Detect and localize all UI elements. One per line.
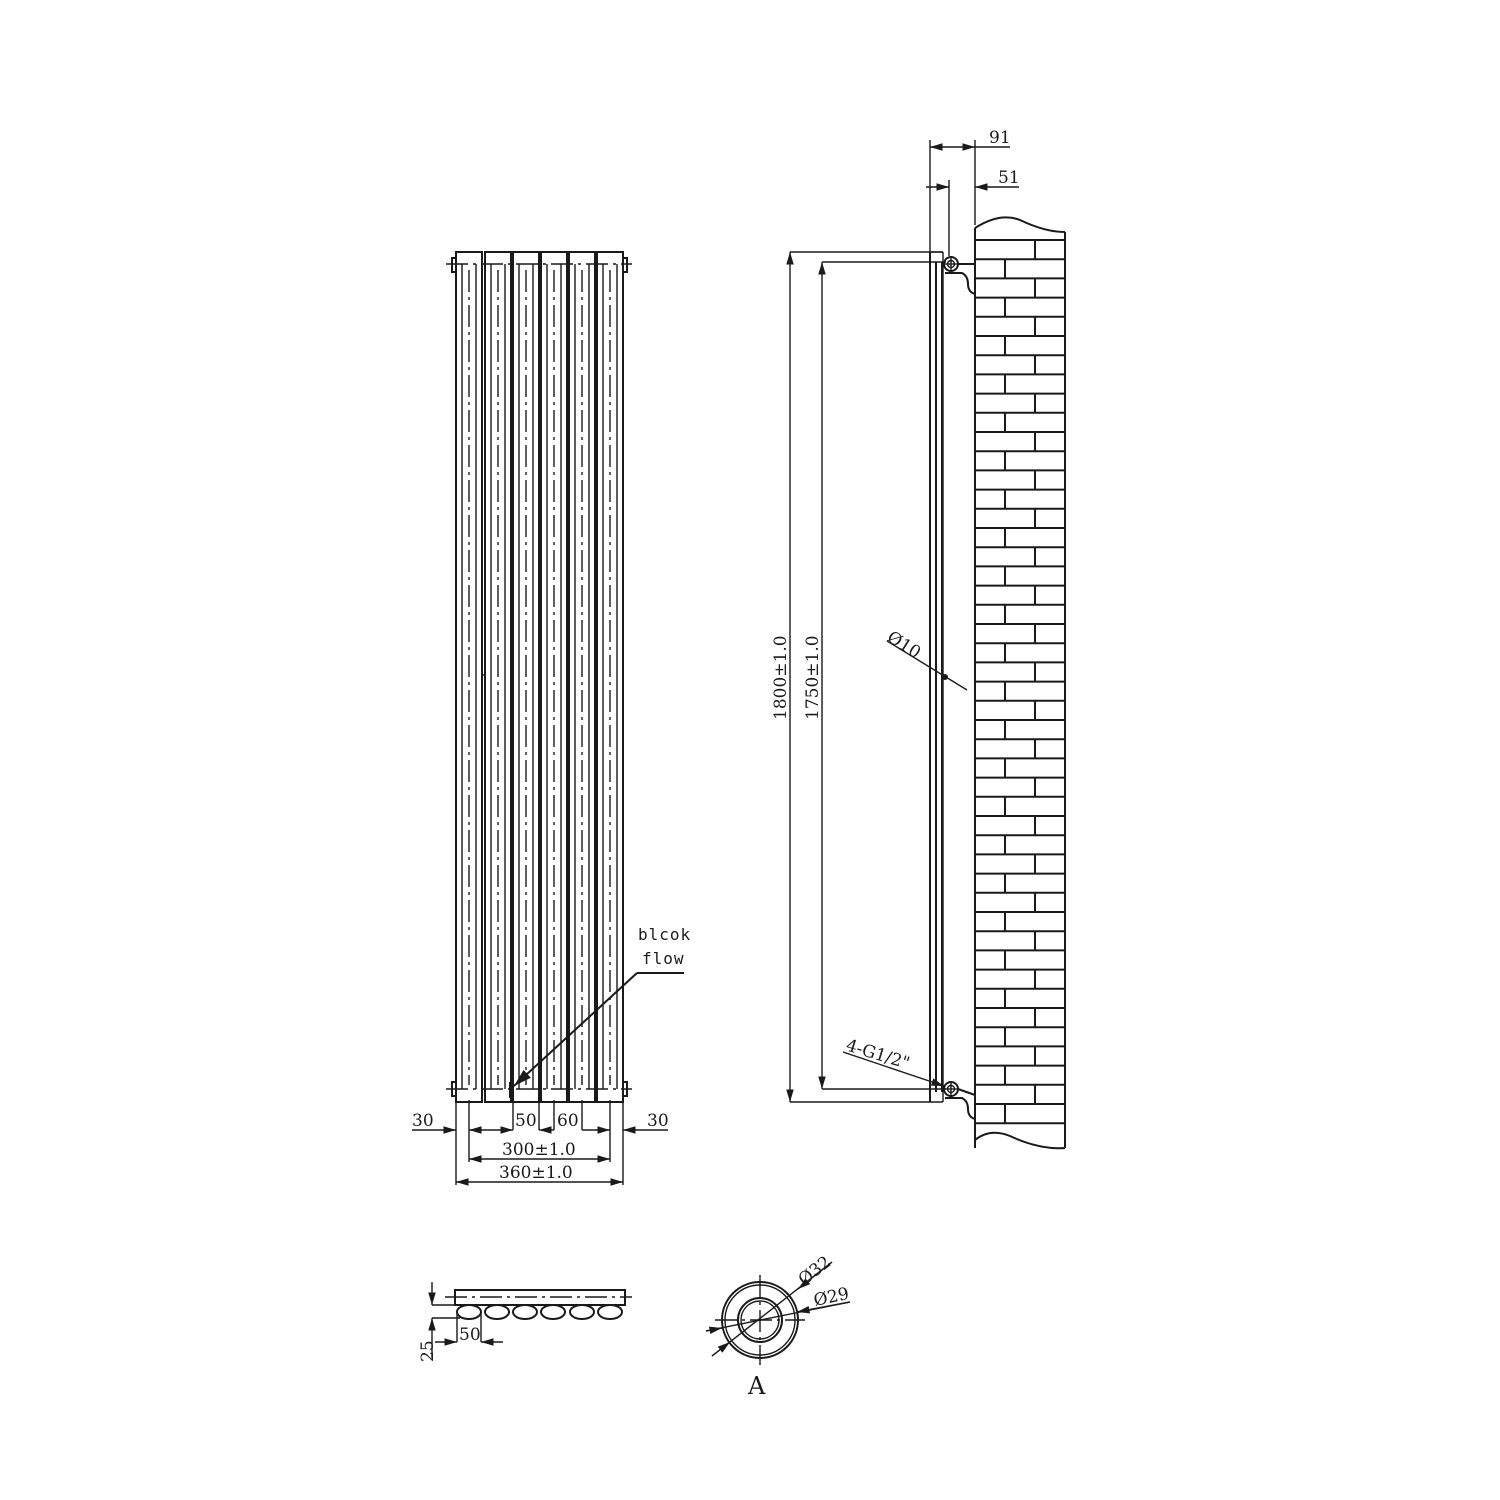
dim-depth-pipe: 51 <box>998 168 1020 188</box>
section-a: Ø32 Ø29 A <box>705 1252 851 1400</box>
annotation-block: blcok <box>638 925 691 944</box>
dim-bracket-diameter: Ø10 <box>883 627 924 663</box>
dim-overall-width: 360±1.0 <box>499 1163 573 1183</box>
annotation-flow: flow <box>642 949 685 968</box>
dim-height-overall: 1800±1.0 <box>771 635 791 720</box>
front-view: blcok flow 30 50 60 30 300±1.0 360±1.0 <box>412 251 691 1186</box>
plan-view: 25 50 <box>418 1282 632 1362</box>
dim-depth-overall: 91 <box>989 128 1011 148</box>
connection-spec: 4-G1/2" <box>844 1036 912 1074</box>
dim-column-pitch: 60 <box>557 1111 579 1131</box>
brick-wall <box>974 216 1066 1150</box>
dim-plan-depth: 25 <box>418 1340 438 1362</box>
flow-block-marker <box>509 1082 514 1098</box>
dim-height-centres: 1750±1.0 <box>803 635 823 720</box>
dim-left-margin: 30 <box>412 1111 434 1131</box>
bottom-bracket <box>943 1081 976 1120</box>
section-label: A <box>747 1372 766 1400</box>
dim-right-margin: 30 <box>647 1111 669 1131</box>
dim-column-width: 50 <box>515 1111 537 1131</box>
dim-plan-column-width: 50 <box>459 1325 481 1345</box>
radiator-columns <box>451 251 628 1103</box>
dim-centres: 300±1.0 <box>502 1140 576 1160</box>
top-bracket <box>943 256 976 295</box>
dim-outer-diameter: Ø32 <box>795 1252 835 1290</box>
side-view: 91 51 1800±1.0 1750±1.0 Ø10 4-G1/2" <box>771 128 1020 1120</box>
dim-inner-diameter: Ø29 <box>812 1284 851 1311</box>
